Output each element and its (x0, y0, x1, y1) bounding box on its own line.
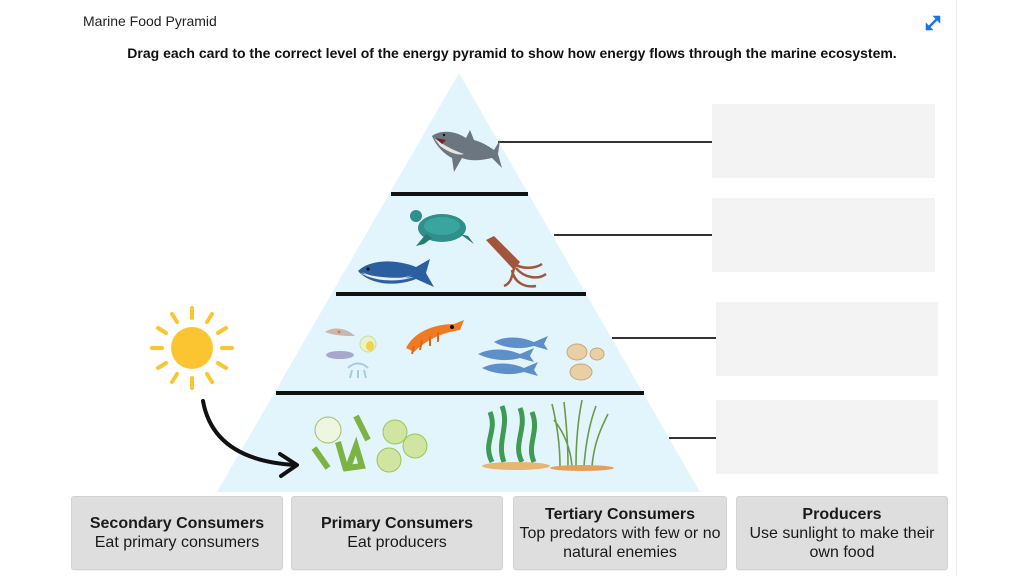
phytoplankton-icon (311, 414, 371, 472)
larva-icon (347, 362, 369, 379)
algae-cells-icon (376, 419, 428, 473)
squid-icon (486, 236, 547, 288)
clams-icon (566, 343, 605, 381)
sea-turtle-icon (410, 210, 474, 246)
card-producers[interactable]: Producers Use sunlight to make their own… (736, 496, 948, 570)
card-description: Eat producers (347, 534, 447, 551)
card-secondary-consumers[interactable]: Secondary Consumers Eat primary consumer… (71, 496, 283, 570)
seagrass-icon (550, 399, 614, 471)
app-title: Marine Food Pyramid (83, 13, 217, 29)
card-primary-consumers[interactable]: Primary Consumers Eat producers (291, 496, 503, 570)
instruction-label: Drag each card to the correct level of t… (127, 45, 897, 61)
shark-icon (432, 130, 502, 172)
sun-icon (150, 306, 234, 390)
card-description: Eat primary consumers (94, 534, 260, 551)
dropzone-level-3[interactable] (716, 302, 938, 376)
card-title: Producers (802, 505, 882, 523)
instruction-text: Drag each card to the correct level of t… (0, 45, 1024, 61)
card-description: Use sunlight to make their own food (749, 524, 935, 561)
card-title: Primary Consumers (320, 515, 474, 532)
copepod-icon (326, 351, 354, 359)
card-description: Top predators with few or no natural ene… (519, 524, 721, 561)
card-title: Tertiary Consumers (545, 505, 695, 523)
krill-icon (325, 328, 355, 336)
shrimp-icon (406, 320, 464, 355)
dropzone-level-1[interactable] (712, 104, 935, 178)
panel-divider (956, 0, 957, 576)
dropzone-level-2[interactable] (712, 198, 935, 272)
pyramid-shape (217, 73, 700, 492)
expand-button[interactable] (922, 12, 944, 34)
card-tertiary-consumers[interactable]: Tertiary Consumers Top predators with fe… (513, 496, 727, 570)
kelp-icon (482, 405, 550, 470)
tuna-icon (358, 259, 434, 287)
sardines-icon (478, 336, 548, 376)
card-title: Secondary Consumers (89, 515, 265, 532)
zooplankton-icon (359, 335, 377, 353)
curved-arrow-icon (201, 399, 299, 478)
expand-arrows-icon (925, 15, 941, 31)
dropzone-level-4[interactable] (716, 400, 938, 474)
